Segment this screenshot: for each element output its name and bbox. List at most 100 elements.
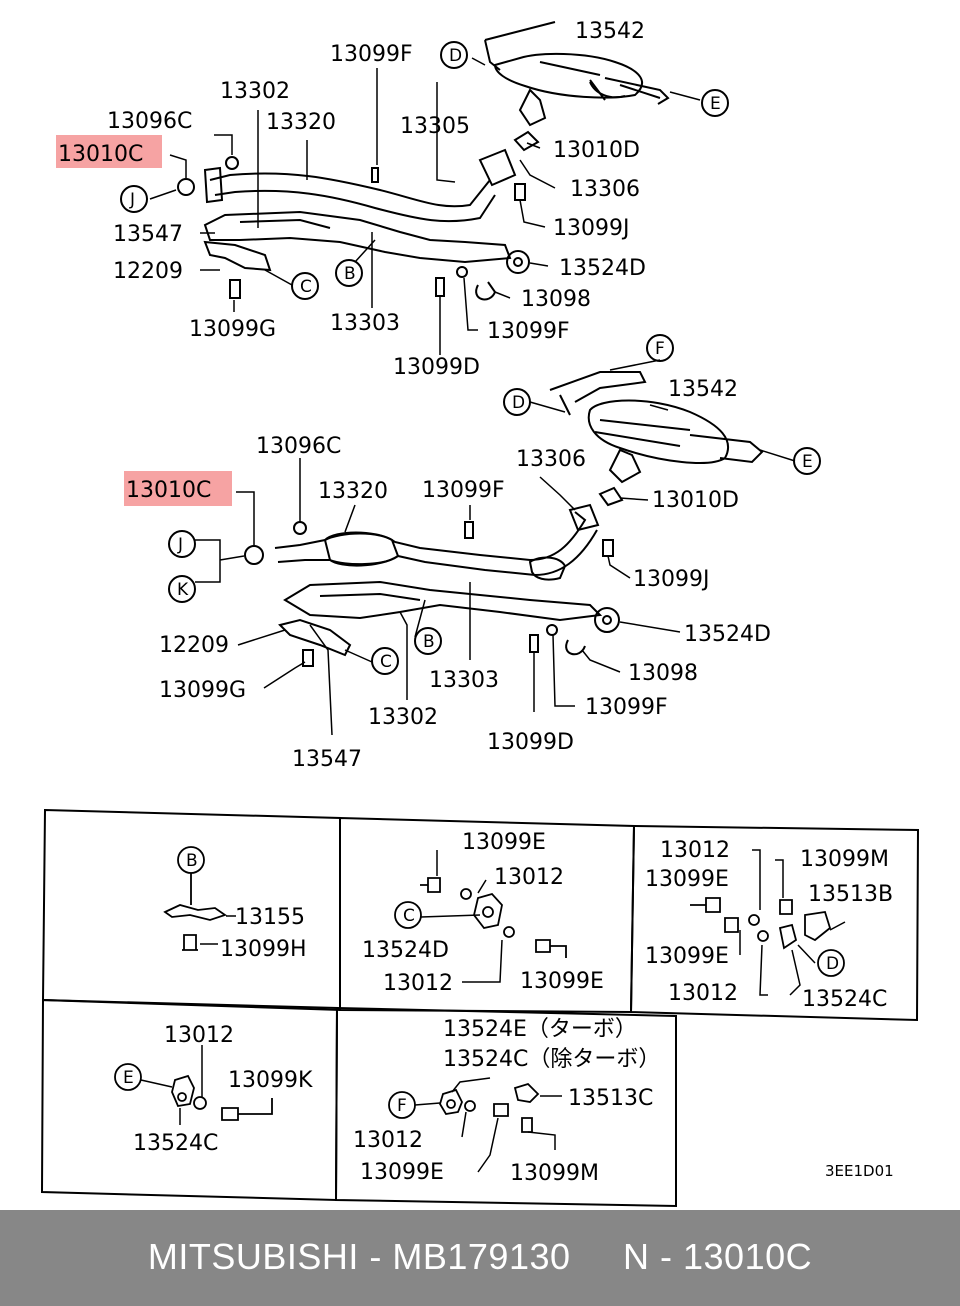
box-c-callout-C	[394, 901, 422, 929]
box-d-bolt-mid	[724, 917, 739, 933]
lower-callout-E-text: E	[802, 452, 813, 472]
upper-label-13096C: 13096C	[107, 109, 192, 134]
detail-box-parts	[114, 846, 846, 1173]
lower-main-pipe	[274, 511, 598, 577]
box-b-label-13155: 13155	[235, 905, 305, 930]
box-f-bolt-13099E	[493, 1103, 509, 1117]
upper-highlight-13010C	[56, 135, 162, 168]
box-f-label-13513C: 13513C	[568, 1086, 653, 1111]
footer-part-number-text: MITSUBISHI - MB179130 N - 13010C	[147, 1236, 813, 1277]
box-d-washer-top	[748, 914, 760, 926]
lower-label-13099D: 13099D	[487, 730, 574, 755]
lower-clamp-13098	[565, 639, 586, 656]
upper-callout-D-text: D	[449, 46, 462, 66]
lower-label-13547: 13547	[292, 747, 362, 772]
box-f-label-13099M: 13099M	[510, 1161, 599, 1186]
upper-callout-C	[291, 272, 319, 300]
box-c-hanger-13524D	[473, 892, 503, 929]
lower-label-13302: 13302	[368, 705, 438, 730]
upper-hanger-rubber	[506, 250, 530, 274]
lower-heat-protector	[283, 580, 603, 622]
upper-label-13099G: 13099G	[189, 317, 276, 342]
box-d-bolt-13099E	[690, 897, 721, 913]
box-f-label-13524C: 13524C（除ターボ）	[443, 1047, 660, 1072]
upper-label-13303: 13303	[330, 311, 400, 336]
upper-leaders	[149, 57, 701, 355]
box-d-bracket-13513B	[804, 910, 832, 942]
box-c-washer-top	[460, 888, 472, 900]
lower-callout-C-text: C	[380, 652, 392, 672]
upper-bolt-13099F	[371, 167, 379, 183]
box-d-label-13513B: 13513B	[808, 882, 893, 907]
box-f-washer	[464, 1100, 476, 1112]
lower-bolt-13099D	[529, 634, 539, 653]
lower-label-13099J: 13099J	[633, 567, 709, 592]
box-f-bolt-13099M	[521, 1117, 533, 1133]
lower-hanger-rubber	[594, 607, 620, 633]
lower-bracket-13306	[568, 503, 600, 532]
upper-heat-protector	[203, 210, 512, 264]
upper-assembly	[120, 21, 729, 355]
upper-callout-B-text: B	[344, 264, 356, 284]
box-d-bolt-13099M	[779, 899, 793, 915]
lower-label-13320: 13320	[318, 479, 388, 504]
box-e-bolt-13099K	[221, 1098, 273, 1121]
box-d-label-13012-bottom: 13012	[668, 981, 738, 1006]
exhaust-parts-diagram: 13542 13099F 13302 13096C 13320 13305 13…	[40, 19, 920, 1208]
lower-label-13010C: 13010C	[126, 478, 211, 503]
box-e-callout-E	[114, 1063, 142, 1091]
upper-callout-D	[440, 41, 468, 69]
upper-labels: 13542 13099F 13302 13096C 13320 13305 13…	[58, 19, 721, 380]
box-d-label-13099M: 13099M	[800, 847, 889, 872]
lower-bracket	[278, 618, 352, 657]
box-d-callout-text: D	[826, 954, 839, 974]
lower-callout-K-text: K	[177, 580, 189, 600]
lower-label-13303: 13303	[429, 668, 499, 693]
box-b-bolt-13099H	[182, 934, 198, 951]
upper-label-13099F: 13099F	[487, 319, 570, 344]
box-d-label-13012-top: 13012	[660, 838, 730, 863]
lower-bolt-13099G	[302, 649, 314, 667]
lower-main-muffler	[549, 371, 764, 464]
box-c-label-13012-top: 13012	[494, 865, 564, 890]
detail-box-labels: B 13155 13099H C 13099E 13012 13524D 130…	[123, 830, 894, 1186]
box-b-label-13099H: 13099H	[220, 937, 307, 962]
lower-bolt-13099J	[602, 539, 614, 557]
lower-muffler-shell	[594, 419, 691, 447]
lower-callout-J	[168, 530, 196, 558]
upper-bolt-13099G	[229, 279, 241, 299]
lower-callout-J-text: J	[177, 535, 183, 555]
box-f-hanger	[439, 1088, 463, 1115]
lower-gasket-13010C	[244, 545, 264, 565]
drawing-code: 3EE1D01	[825, 1162, 894, 1180]
lower-label-13096C: 13096C	[256, 434, 341, 459]
upper-callout-J-text: J	[129, 190, 135, 210]
box-e-label-13012: 13012	[164, 1023, 234, 1048]
lower-assembly	[168, 334, 821, 736]
lower-label-13010D: 13010D	[652, 488, 739, 513]
lower-label-13099F: 13099F	[585, 695, 668, 720]
upper-main-pipe	[209, 172, 496, 223]
lower-catalyst	[323, 531, 567, 581]
lower-callout-D	[503, 388, 531, 416]
upper-bolt-13099D	[435, 277, 445, 297]
box-d-label-13099E-top: 13099E	[645, 867, 729, 892]
box-f-label-13099E: 13099E	[360, 1160, 444, 1185]
upper-pipe-flange	[203, 148, 517, 204]
lower-callout-F	[646, 334, 674, 362]
box-c-label-13524D: 13524D	[362, 938, 449, 963]
box-c-bolt-top	[420, 877, 441, 893]
upper-label-13542: 13542	[575, 19, 645, 44]
lower-callout-E	[793, 447, 821, 475]
upper-label-13010C: 13010C	[58, 142, 143, 167]
box-c-label-13099E-top: 13099E	[462, 830, 546, 855]
detail-box-frames	[40, 808, 920, 1208]
upper-gasket-13010D	[513, 130, 540, 152]
upper-label-13305: 13305	[400, 114, 470, 139]
upper-label-13320: 13320	[266, 110, 336, 135]
upper-muffler-tail	[589, 77, 670, 105]
box-c-bolt-bottom	[535, 939, 567, 958]
lower-gasket-13010D	[598, 486, 624, 507]
upper-label-13099F-top: 13099F	[330, 42, 413, 67]
lower-bolt-head	[546, 624, 558, 636]
